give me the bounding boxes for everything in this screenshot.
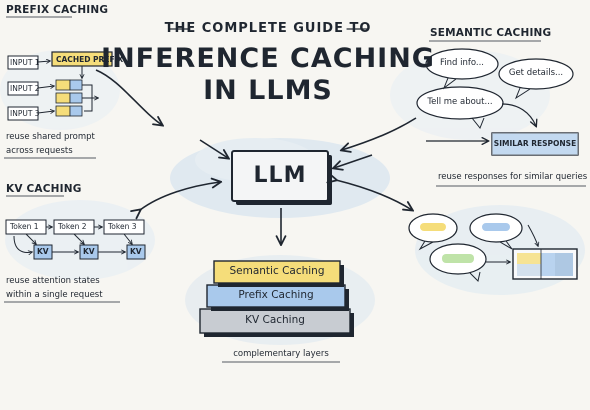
kv-caption-line-2: within a single request	[6, 290, 103, 300]
similar-response-label: SIMILAR RESPONSE	[493, 139, 577, 148]
title-line-1: INFERENCE CACHING	[101, 43, 435, 74]
layer-prefix-caching: Prefix Caching	[238, 289, 314, 301]
kv-token-2: Token 2	[58, 222, 87, 231]
semantic-caption: reuse responses for similar queries	[438, 172, 588, 182]
query-bubble-3: Tell me about...	[427, 97, 493, 107]
kv-block-3: KV	[130, 247, 142, 256]
kv-token-1: Token 1	[10, 222, 39, 231]
layers-caption: complementary layers	[233, 349, 329, 359]
prefix-caching-heading: PREFIX CACHING	[6, 4, 109, 16]
query-bubble-2: Get details...	[508, 68, 564, 78]
kv-caching-heading: KV CACHING	[6, 183, 82, 195]
layer-kv-caching: KV Caching	[245, 314, 305, 326]
llm-arrows	[199, 139, 412, 244]
prefix-input-1: INPUT 1	[10, 58, 40, 67]
llm-label: LLM	[253, 163, 307, 188]
kv-caption-line-1: reuse attention states	[6, 276, 100, 286]
title-subtitle: THE COMPLETE GUIDE TO	[164, 21, 372, 36]
prefix-input-2: INPUT 2	[10, 84, 40, 93]
cached-prefix-label: CACHED PREFIX	[56, 55, 124, 64]
kv-token-3: Token 3	[108, 222, 137, 231]
prefix-caption-line-1: reuse shared prompt	[6, 132, 95, 142]
layer-semantic-caching: Semantic Caching	[229, 265, 325, 277]
prefix-caching-diagram	[7, 51, 162, 125]
kv-caching-diagram	[5, 182, 220, 260]
prefix-caption-line-2: across requests	[6, 146, 73, 156]
title-line-2: IN LLMS	[203, 75, 333, 106]
semantic-caching-heading: SEMANTIC CACHING	[430, 27, 552, 39]
query-bubble-1: Find info...	[439, 58, 485, 68]
kv-block-2: KV	[83, 247, 95, 256]
caption-underlines	[4, 16, 586, 363]
layer-stack	[199, 260, 354, 337]
kv-block-1: KV	[37, 247, 49, 256]
prefix-input-3: INPUT 3	[10, 109, 40, 118]
semantic-caching-diagram	[342, 48, 579, 156]
chat-illustration	[408, 213, 578, 282]
